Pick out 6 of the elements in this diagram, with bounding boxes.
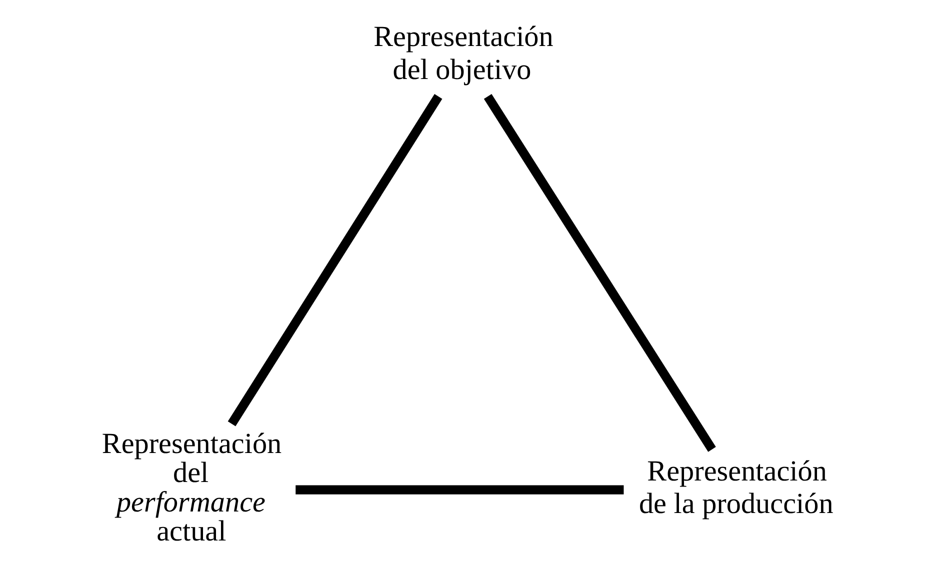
connector (295, 485, 624, 494)
node-text: Representación del performance actual (101, 428, 282, 548)
node-text: Representación del objetivo (373, 21, 553, 86)
connector (483, 94, 716, 452)
connector (227, 94, 442, 426)
node-text: Representación de la producción (638, 455, 833, 520)
